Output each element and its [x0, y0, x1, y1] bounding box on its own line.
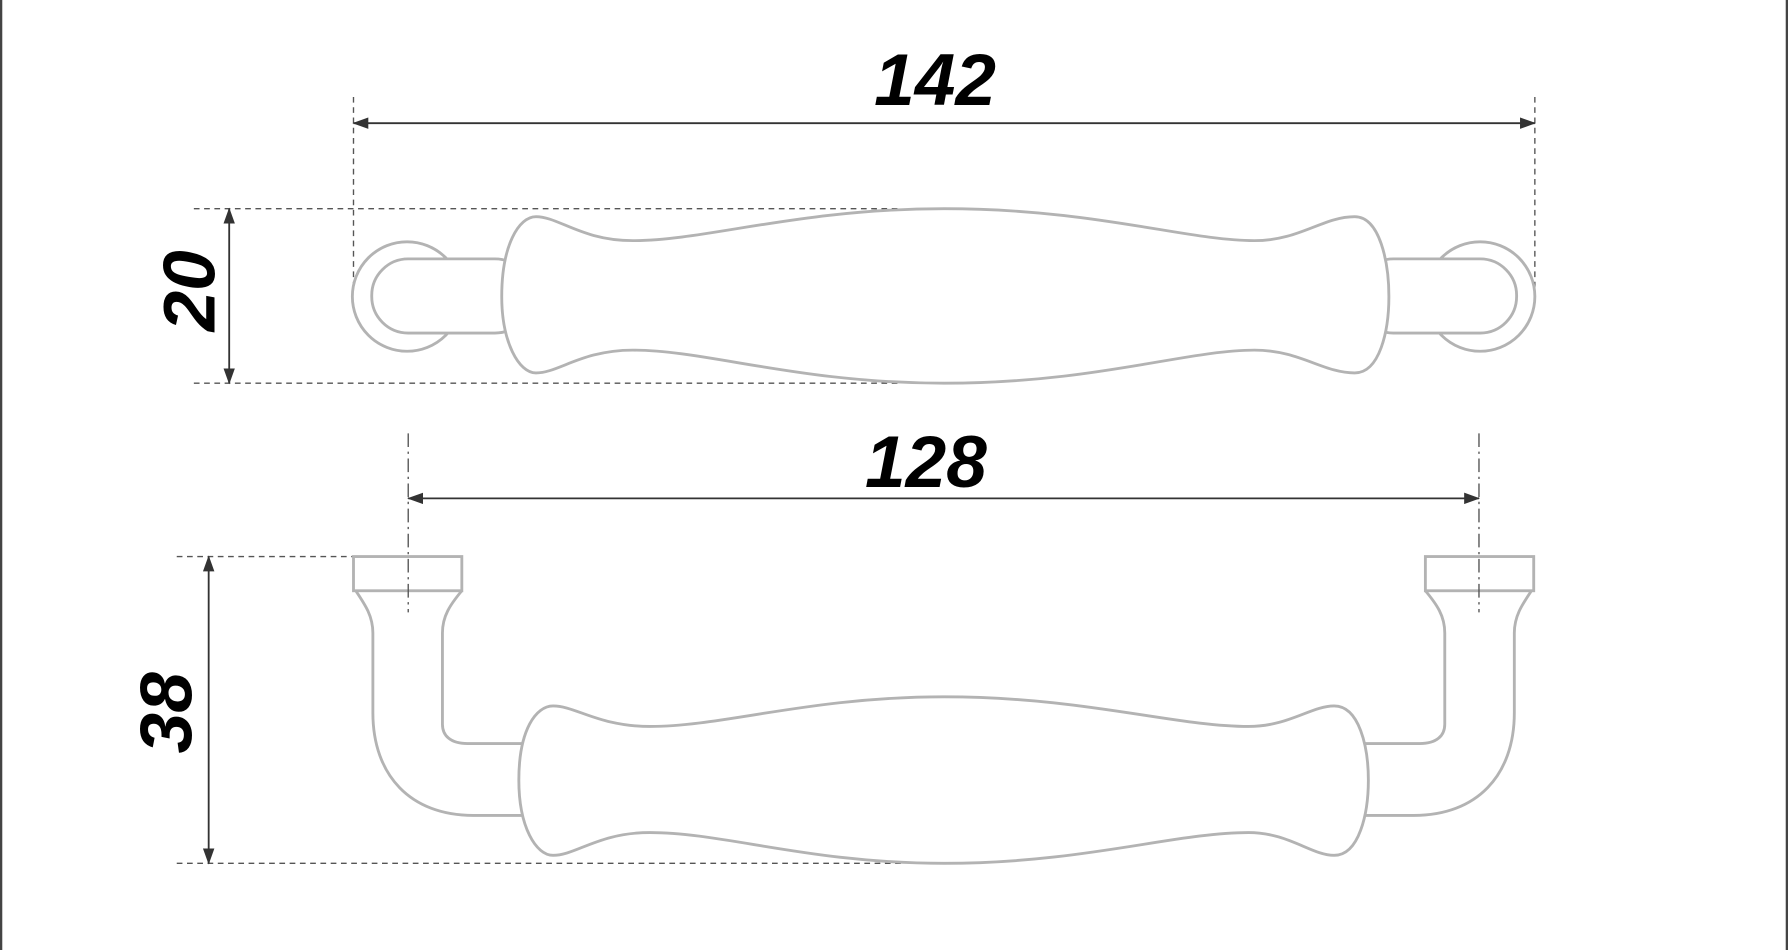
- leg-left: [354, 589, 525, 817]
- grip-top-view: [500, 207, 1391, 385]
- height-dimension-label: 20: [149, 250, 230, 333]
- leg-right: [1362, 589, 1533, 817]
- length-dimension-label: 142: [874, 40, 996, 121]
- top-view: 142 20: [149, 40, 1537, 385]
- side-view: 128 38: [127, 422, 1536, 865]
- spacing-dimension-label: 128: [865, 422, 987, 503]
- grip-side-view: [517, 695, 1370, 865]
- projection-dimension-label: 38: [127, 672, 208, 754]
